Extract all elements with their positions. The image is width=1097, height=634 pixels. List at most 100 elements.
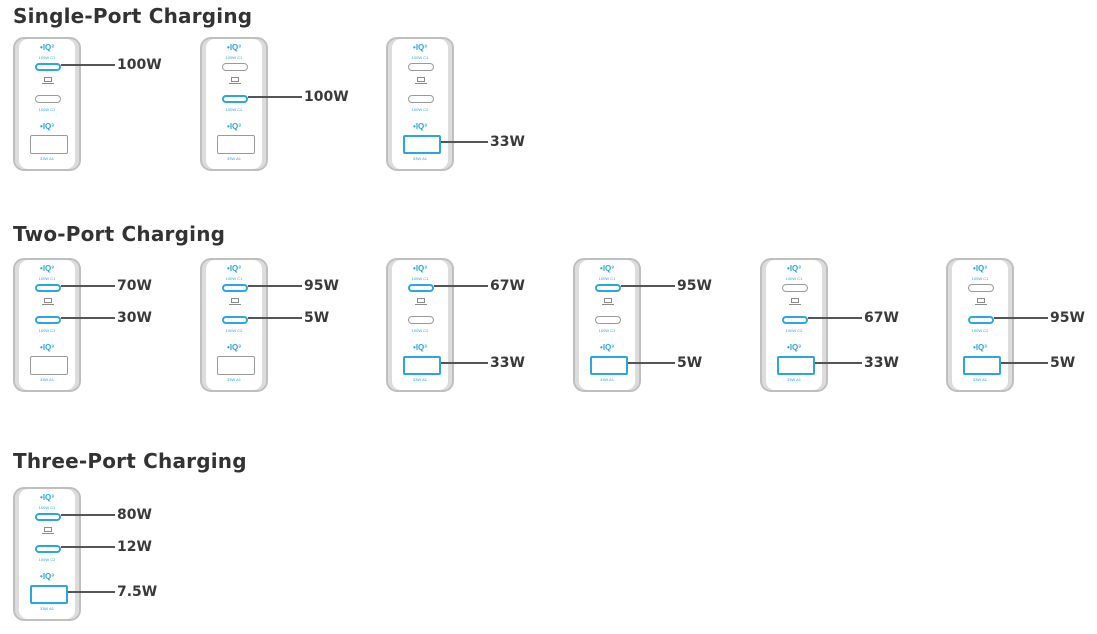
port-label-c1: 100W C1 bbox=[38, 505, 56, 510]
iq-logo: •IQ³ bbox=[413, 122, 427, 131]
wattage-label-c1: 100W bbox=[117, 57, 162, 73]
usb-c2-port bbox=[408, 316, 434, 324]
port-label-c2: 100W C2 bbox=[411, 107, 429, 112]
port-label-a1: 33W A1 bbox=[786, 377, 801, 382]
wattage-label-a1: 5W bbox=[677, 355, 703, 371]
port-label-c2: 100W C2 bbox=[38, 557, 56, 562]
iq-logo: •IQ³ bbox=[40, 122, 54, 131]
wattage-label-c2: 5W bbox=[304, 310, 330, 326]
usb-a1-port bbox=[590, 356, 628, 375]
usb-c1-port bbox=[35, 513, 61, 521]
port-label-a1: 33W A1 bbox=[412, 377, 427, 382]
iq-logo: •IQ³ bbox=[413, 264, 427, 273]
iq-logo: •IQ³ bbox=[40, 43, 54, 52]
laptop-icon bbox=[415, 77, 427, 84]
iq-logo: •IQ³ bbox=[600, 343, 614, 352]
port-label-c2: 100W C2 bbox=[598, 328, 616, 333]
iq-logo: •IQ³ bbox=[227, 343, 241, 352]
wattage-label-c1: 80W bbox=[117, 507, 152, 523]
usb-c1-port bbox=[408, 284, 434, 292]
laptop-icon bbox=[415, 298, 427, 305]
usb-a1-port bbox=[963, 356, 1001, 375]
port-label-c1: 100W C1 bbox=[225, 55, 243, 60]
usb-c1-port bbox=[35, 284, 61, 292]
leader-line bbox=[441, 141, 488, 143]
laptop-icon bbox=[42, 298, 54, 305]
port-label-c2: 100W C2 bbox=[225, 328, 243, 333]
port-label-c1: 100W C1 bbox=[38, 55, 56, 60]
port-label-a1: 33W A1 bbox=[226, 156, 241, 161]
port-label-a1: 33W A1 bbox=[412, 156, 427, 161]
laptop-icon bbox=[229, 298, 241, 305]
wattage-label-a1: 5W bbox=[1050, 355, 1076, 371]
leader-line bbox=[628, 362, 675, 364]
usb-a1-port bbox=[30, 585, 68, 604]
usb-a1-port bbox=[403, 356, 441, 375]
port-label-a1: 33W A1 bbox=[599, 377, 614, 382]
wattage-label-c2: 100W bbox=[304, 89, 349, 105]
usb-c2-port bbox=[968, 316, 994, 324]
section-title: Single-Port Charging bbox=[13, 4, 253, 28]
port-label-c2: 100W C2 bbox=[225, 107, 243, 112]
port-label-c2: 100W C2 bbox=[411, 328, 429, 333]
port-label-a1: 33W A1 bbox=[39, 377, 54, 382]
leader-line bbox=[248, 96, 302, 98]
leader-line bbox=[61, 514, 115, 516]
usb-a1-port bbox=[217, 356, 255, 375]
usb-c1-port bbox=[35, 63, 61, 71]
iq-logo: •IQ³ bbox=[227, 264, 241, 273]
leader-line bbox=[68, 591, 115, 593]
wattage-label-c1: 95W bbox=[677, 278, 712, 294]
usb-a1-port bbox=[217, 135, 255, 154]
usb-c1-port bbox=[408, 63, 434, 71]
leader-line bbox=[248, 317, 302, 319]
wattage-label-c2: 30W bbox=[117, 310, 152, 326]
charger: •IQ³ 100W C1 100W C2 •IQ³ 33W A1 bbox=[200, 37, 268, 171]
wattage-label-a1: 7.5W bbox=[117, 584, 158, 600]
usb-c2-port bbox=[222, 316, 248, 324]
port-label-c2: 100W C2 bbox=[971, 328, 989, 333]
port-label-c2: 100W C2 bbox=[38, 328, 56, 333]
usb-a1-port bbox=[403, 135, 441, 154]
usb-c1-port bbox=[595, 284, 621, 292]
usb-c2-port bbox=[35, 545, 61, 553]
wattage-label-c1: 70W bbox=[117, 278, 152, 294]
wattage-label-a1: 33W bbox=[490, 134, 525, 150]
iq-logo: •IQ³ bbox=[227, 43, 241, 52]
port-label-c1: 100W C1 bbox=[785, 276, 803, 281]
iq-logo: •IQ³ bbox=[413, 343, 427, 352]
wattage-label-c2: 12W bbox=[117, 539, 152, 555]
port-label-c2: 100W C2 bbox=[785, 328, 803, 333]
leader-line bbox=[434, 285, 488, 287]
port-label-a1: 33W A1 bbox=[39, 156, 54, 161]
usb-c1-port bbox=[222, 63, 248, 71]
iq-logo: •IQ³ bbox=[227, 122, 241, 131]
laptop-icon bbox=[789, 298, 801, 305]
port-label-c1: 100W C1 bbox=[38, 276, 56, 281]
laptop-icon bbox=[42, 527, 54, 534]
port-label-c1: 100W C1 bbox=[598, 276, 616, 281]
leader-line bbox=[61, 546, 115, 548]
leader-line bbox=[994, 317, 1048, 319]
leader-line bbox=[808, 317, 862, 319]
wattage-label-a1: 33W bbox=[864, 355, 899, 371]
iq-logo: •IQ³ bbox=[40, 493, 54, 502]
charger: •IQ³ 100W C1 100W C2 •IQ³ 33W A1 bbox=[386, 258, 454, 392]
port-label-c1: 100W C1 bbox=[411, 276, 429, 281]
port-label-a1: 33W A1 bbox=[972, 377, 987, 382]
leader-line bbox=[815, 362, 862, 364]
leader-line bbox=[61, 285, 115, 287]
laptop-icon bbox=[602, 298, 614, 305]
usb-c1-port bbox=[968, 284, 994, 292]
leader-line bbox=[441, 362, 488, 364]
iq-logo: •IQ³ bbox=[600, 264, 614, 273]
iq-logo: •IQ³ bbox=[973, 264, 987, 273]
iq-logo: •IQ³ bbox=[40, 343, 54, 352]
